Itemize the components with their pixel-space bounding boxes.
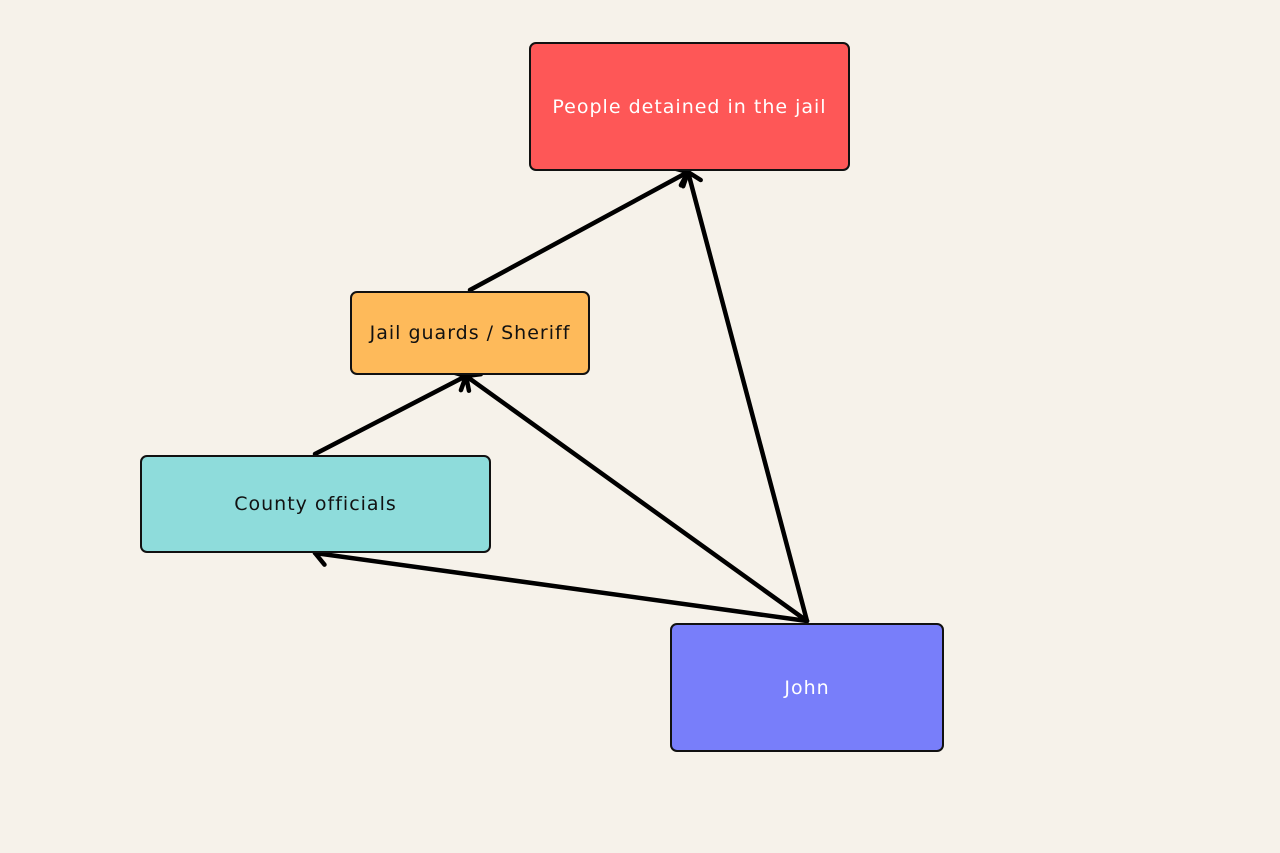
node-john-label: John [784, 676, 830, 699]
edge-john-to-people [685, 169, 810, 624]
node-county-officials[interactable]: County officials [140, 455, 491, 553]
node-people-detained[interactable]: People detained in the jail [529, 42, 850, 171]
edge-guards-to-people [467, 169, 691, 293]
node-jail-guards-sheriff-label: Jail guards / Sheriff [369, 322, 571, 344]
edge-john-to-county [312, 550, 810, 624]
node-john[interactable]: John [670, 623, 944, 752]
edge-john-to-guards [463, 373, 810, 624]
node-people-detained-label: People detained in the jail [552, 95, 827, 118]
edge-county-to-guards [312, 373, 469, 457]
node-jail-guards-sheriff[interactable]: Jail guards / Sheriff [350, 291, 590, 375]
node-county-officials-label: County officials [234, 493, 397, 515]
arrowhead-john-to-people [678, 169, 703, 188]
